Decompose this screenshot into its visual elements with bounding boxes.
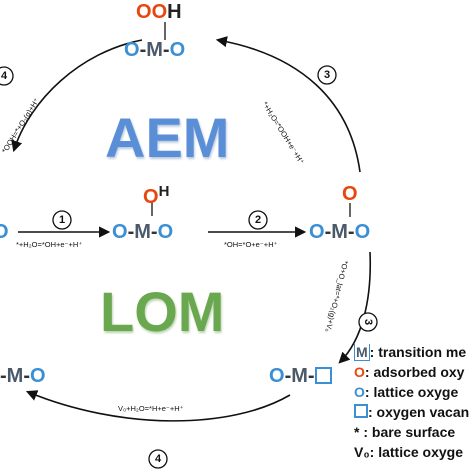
top-adsorbate: OOH [136, 1, 182, 23]
arc-step3-arrow [215, 36, 361, 173]
bottom-right-surface: O-M- [269, 366, 332, 386]
center-surface: O-M-O [112, 221, 174, 243]
vacancy-legend-icon [354, 404, 368, 418]
bottom-left-surface: -M-O [0, 365, 46, 387]
step4-aem-number: 4 [1, 70, 8, 82]
arc-step4-aem-arrow [11, 39, 143, 153]
legend: M: transition me O: adsorbed oxy O: latt… [354, 344, 474, 460]
lom-title: LOM [100, 280, 225, 343]
step3-lom-badge [358, 312, 378, 332]
legend-row-oxygen-vacancy: : oxygen vacan [354, 404, 474, 420]
center-adsorbate: OH [143, 183, 170, 208]
step4-lom-equation: V₀+H₂O=*H+e⁻+H⁺ [118, 404, 184, 413]
step4-lom-arrow [25, 390, 291, 422]
step3-lom-number: 3 [362, 318, 375, 326]
legend-row-metal: M: transition me [354, 344, 467, 361]
right-adsorbate: O [342, 183, 358, 205]
step3-badge [317, 65, 337, 85]
legend-row-adsorbed-oxygen: O: adsorbed oxy [354, 364, 465, 380]
step2-badge [248, 210, 268, 230]
right-surface: O-M-O [309, 221, 371, 243]
step4-lom-badge [148, 449, 168, 469]
legend-row-bare-surface: * : bare surface [354, 424, 456, 440]
vacancy-icon [314, 367, 332, 384]
step1-badge [52, 210, 72, 230]
step1-number: 1 [59, 214, 66, 226]
legend-row-vacancy-symbol: V₀: lattice oxyge [354, 444, 464, 460]
step4-aem-badge [0, 66, 14, 86]
step1-equation: *+H₂O=*OH+e⁻+H⁺ [16, 240, 83, 249]
left-partial-surface: O [0, 221, 9, 243]
step2-equation: *OH=*O+e⁻+H⁺ [224, 240, 278, 249]
step4-lom-number: 4 [155, 453, 162, 465]
top-surface: O-M-O [124, 39, 186, 61]
step3-number: 3 [324, 69, 331, 81]
aem-title: AEM [105, 106, 230, 169]
legend-row-lattice-oxygen: O: lattice oxyge [354, 384, 459, 400]
step2-number: 2 [255, 214, 262, 226]
